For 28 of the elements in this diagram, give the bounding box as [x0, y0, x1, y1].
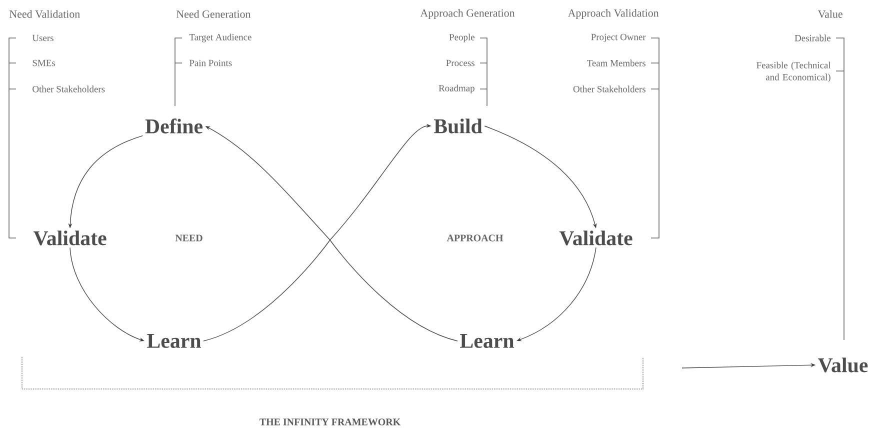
title: THE INFINITY FRAMEWORK — [260, 418, 400, 426]
step-label: Learn — [147, 334, 201, 348]
heading-label: Need Validation — [10, 10, 80, 18]
step-label: Learn — [460, 334, 514, 348]
list-item: SMEs — [32, 60, 55, 66]
step-label: Validate — [33, 230, 106, 246]
list-item: Other Stakeholders — [32, 86, 105, 92]
list-item: Project Owner — [591, 34, 646, 42]
heading-label: Approach Generation — [420, 9, 515, 19]
step-label: Build — [434, 118, 482, 134]
list-item: Feasible (Technical and Economical) — [756, 62, 831, 82]
list-item: Process — [446, 60, 474, 66]
heading-label: Approach Validation — [568, 9, 659, 19]
step-label: Define — [145, 118, 203, 134]
list-item: Roadmap — [438, 84, 474, 94]
heading-label: Value — [818, 10, 842, 18]
list-item: Target Audience — [189, 34, 252, 42]
list-item: Desirable — [794, 34, 830, 42]
step-label: Validate — [559, 230, 632, 246]
step-label: Value — [818, 358, 868, 372]
list-item: Pain Points — [189, 60, 232, 66]
list-item: Team Members — [586, 60, 646, 66]
heading-label: Need Generation — [176, 10, 251, 18]
list-item: People — [449, 34, 474, 42]
section-label: NEED — [175, 234, 202, 242]
section-label: APPROACH — [446, 234, 504, 242]
list-item: Users — [32, 34, 54, 42]
list-item: Other Stakeholders — [573, 86, 646, 92]
